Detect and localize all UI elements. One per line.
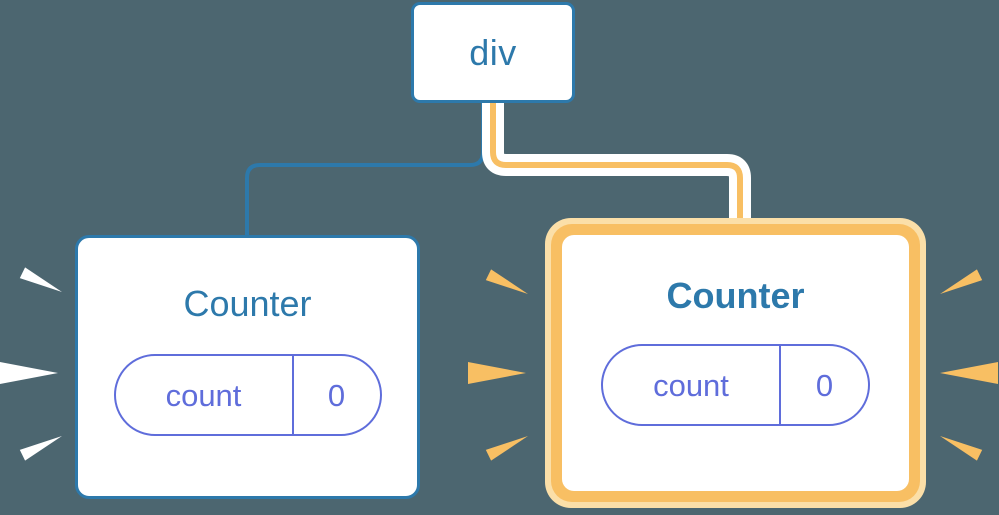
node-counter-right-highlight[interactable]: Counter count 0 bbox=[545, 218, 926, 508]
sparkle-ray-orange-left-middle bbox=[468, 362, 526, 384]
sparkle-ray-white-middle bbox=[0, 362, 58, 384]
state-key-right: count bbox=[653, 367, 729, 403]
state-value-left: 0 bbox=[291, 356, 380, 434]
state-pill-left: count 0 bbox=[113, 354, 382, 436]
state-pill-right: count 0 bbox=[601, 344, 870, 426]
state-value-right: 0 bbox=[779, 346, 868, 424]
sparkle-ray-orange-right-middle bbox=[940, 362, 998, 384]
node-counter-right-label: Counter bbox=[666, 275, 805, 316]
sparkle-group-right-left-orange bbox=[468, 269, 538, 461]
highlight-ring: Counter count 0 bbox=[551, 224, 920, 502]
node-counter-left[interactable]: Counter count 0 bbox=[75, 235, 420, 499]
node-counter-right[interactable]: Counter count 0 bbox=[562, 235, 909, 491]
sparkle-group-left-white bbox=[0, 267, 70, 461]
edge-div-to-counter-right bbox=[490, 100, 743, 232]
node-div[interactable]: div bbox=[411, 2, 575, 103]
node-div-label: div bbox=[469, 31, 517, 73]
state-key-left: count bbox=[165, 377, 242, 413]
sparkle-group-right-right-orange bbox=[930, 269, 999, 461]
edge-div-to-counter-left bbox=[245, 100, 485, 238]
node-counter-left-label: Counter bbox=[183, 283, 312, 324]
